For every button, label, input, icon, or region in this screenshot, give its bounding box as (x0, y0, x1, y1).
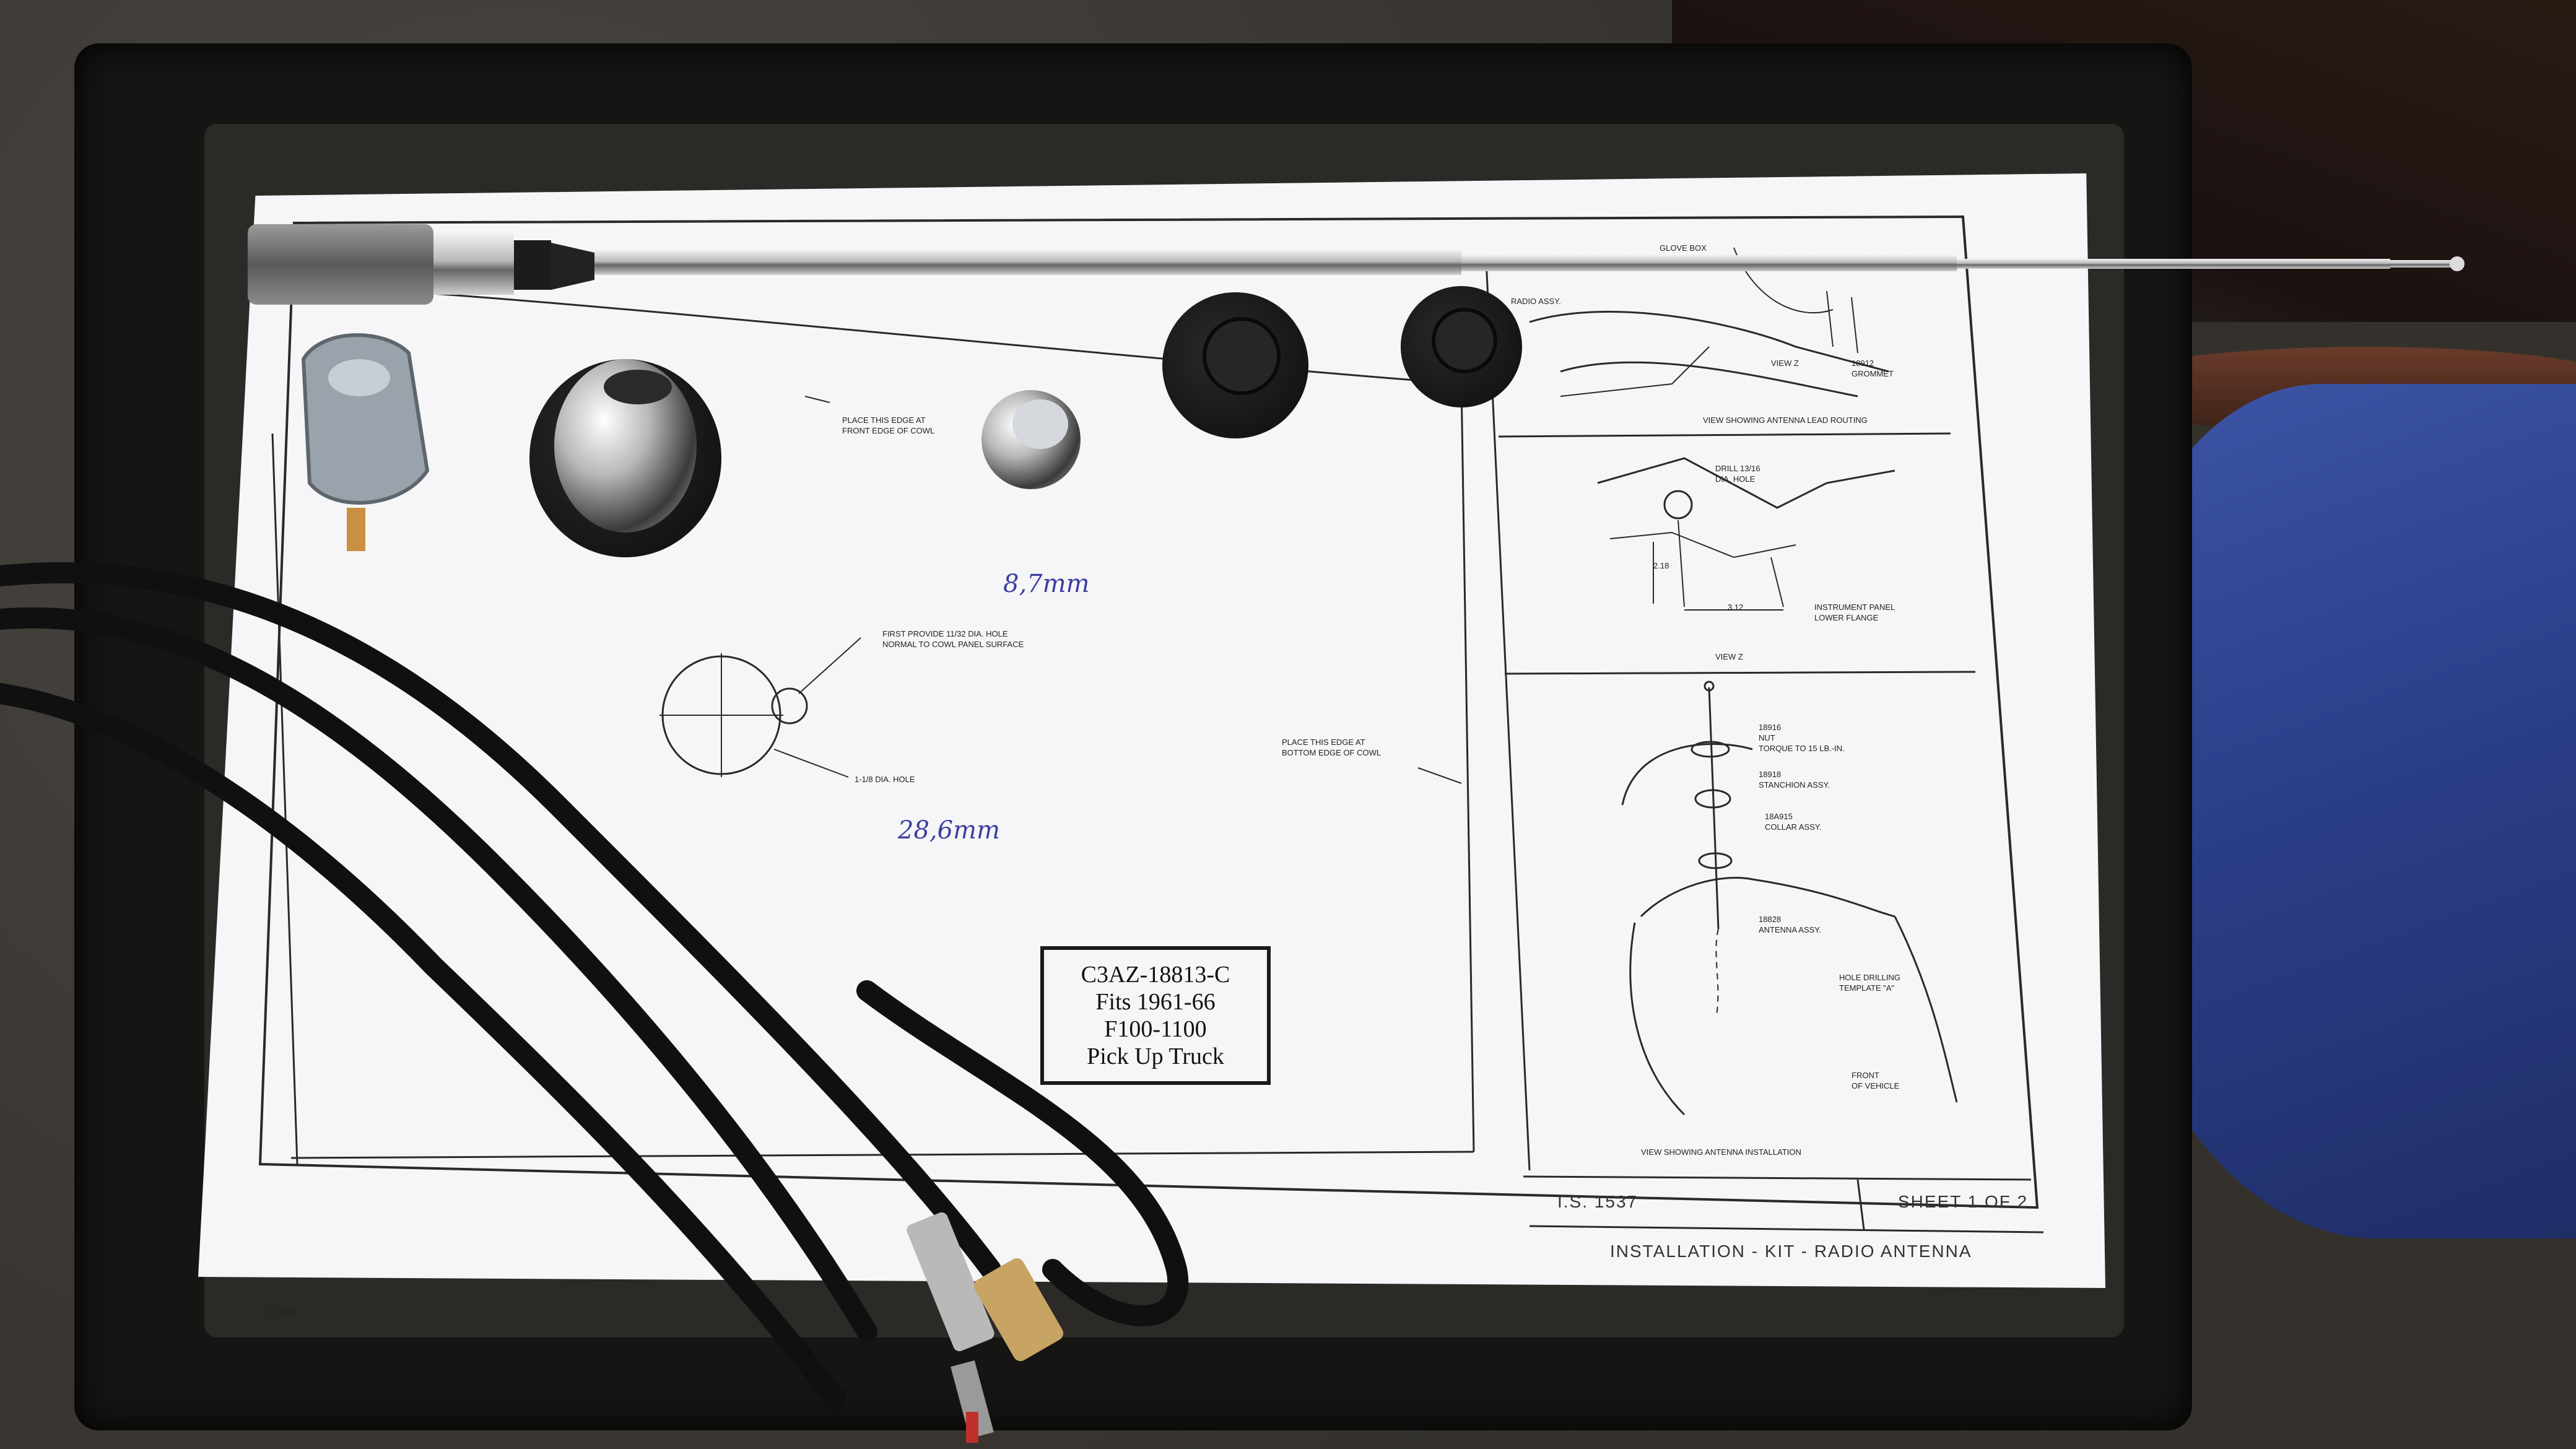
part-number-label: C3AZ-18813-C Fits 1961-66 F100-1100 Pick… (1040, 946, 1271, 1085)
note-bottom-edge: PLACE THIS EDGE AT BOTTOM EDGE OF COWL (1282, 738, 1382, 757)
note-big-hole: 1-1/8 DIA. HOLE (855, 775, 915, 784)
label-radio-assy: RADIO ASSY. (1511, 297, 1561, 306)
label-front-of-vehicle: FRONT OF VEHICLE (1852, 1071, 1900, 1090)
label-template: HOLE DRILLING TEMPLATE "A" (1839, 973, 1900, 993)
label-collar: 18A915 COLLAR ASSY. (1765, 812, 1822, 832)
chrome-bezel (554, 359, 697, 533)
antenna-plug (907, 1212, 1064, 1443)
label-antenna-assy: 18828 ANTENNA ASSY. (1759, 915, 1821, 934)
label-drill: DRILL 13/16 DIA. HOLE (1715, 464, 1760, 484)
fits-years: Fits 1961-66 (1095, 989, 1216, 1015)
vehicle-type: Pick Up Truck (1087, 1043, 1224, 1069)
label-stanchion: 18918 STANCHION ASSY. (1759, 770, 1830, 790)
part-number: C3AZ-18813-C (1081, 962, 1230, 988)
caption-lead-routing: VIEW SHOWING ANTENNA LEAD ROUTING (1703, 416, 1868, 425)
caption-antenna-installation: VIEW SHOWING ANTENNA INSTALLATION (1641, 1147, 1801, 1157)
label-nut: 18916 NUT TORQUE TO 15 LB.-IN. (1759, 723, 1845, 753)
label-dim-3-12: 3.12 (1728, 603, 1744, 612)
handwritten-small-hole: 8,7mm (1003, 570, 1090, 598)
label-grommet: 18912 GROMMET (1852, 359, 1894, 378)
label-dim-2-18: 2.18 (1653, 561, 1669, 570)
label-glove-box: GLOVE BOX (1660, 243, 1707, 253)
label-view-z-middle: VIEW Z (1715, 652, 1743, 661)
corner-number: 27-2668 (266, 1307, 298, 1316)
drawing-title: INSTALLATION - KIT - RADIO ANTENNA (1610, 1242, 1972, 1261)
note-front-edge: PLACE THIS EDGE AT FRONT EDGE OF COWL (842, 416, 935, 435)
label-view-z-top: VIEW Z (1771, 359, 1799, 368)
fits-models: F100-1100 (1104, 1016, 1207, 1042)
handwritten-large-hole: 28,6mm (898, 816, 1000, 845)
label-instrument-panel: INSTRUMENT PANEL LOWER FLANGE (1814, 603, 1895, 622)
instruction-sheet (198, 173, 2105, 1288)
note-first-provide: FIRST PROVIDE 11/32 DIA. HOLE NORMAL TO … (882, 629, 1024, 649)
sheet-number: SHEET 1 OF 2 (1898, 1192, 2029, 1211)
is-number: I.S. 1537 (1557, 1192, 1638, 1211)
